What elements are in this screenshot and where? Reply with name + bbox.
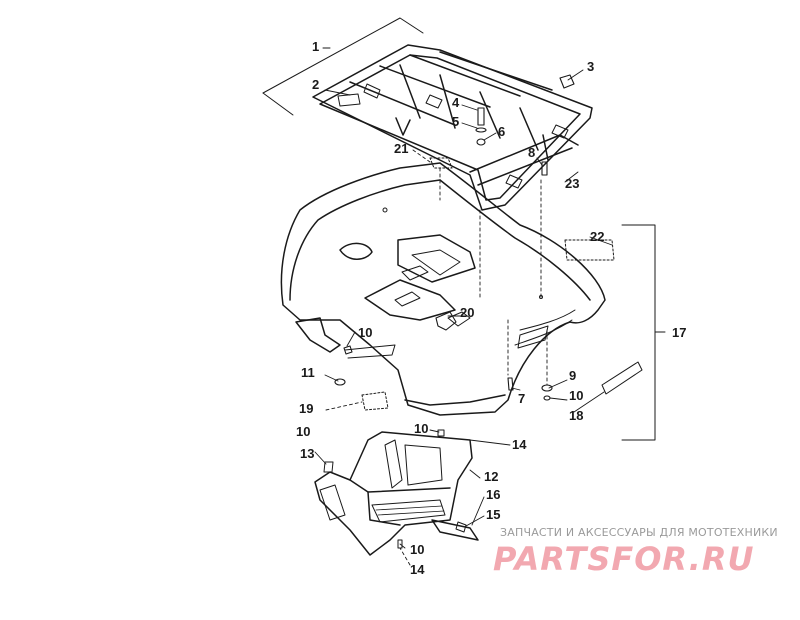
callout-10-right: 10 xyxy=(569,388,584,403)
callout-10-left: 10 xyxy=(296,424,311,439)
leader-lines xyxy=(314,69,613,566)
callout-14-top: 14 xyxy=(512,437,527,452)
callout-12: 12 xyxy=(484,469,499,484)
callout-13: 13 xyxy=(300,446,315,461)
callout-21: 21 xyxy=(394,141,409,156)
rack-hardware xyxy=(475,74,575,176)
callout-2: 2 xyxy=(312,77,320,92)
callout-18: 18 xyxy=(569,408,584,423)
callout-5: 5 xyxy=(452,114,460,129)
callout-22: 22 xyxy=(590,229,605,244)
callout-17: 17 xyxy=(672,325,687,340)
callout-23: 23 xyxy=(565,176,580,191)
watermark-logo: PARTSFOR.RU xyxy=(493,540,755,578)
callout-3: 3 xyxy=(587,59,595,74)
callout-6: 6 xyxy=(498,124,506,139)
bracket-1-lower xyxy=(262,92,294,116)
callout-10-bottom: 10 xyxy=(410,542,425,557)
callout-16: 16 xyxy=(486,487,501,502)
callout-11: 11 xyxy=(301,365,315,380)
decals xyxy=(361,157,643,411)
callout-19: 19 xyxy=(299,401,314,416)
callout-1: 1 xyxy=(312,39,320,54)
rear-rack xyxy=(312,44,593,211)
rear-fender xyxy=(280,162,606,416)
callout-4: 4 xyxy=(452,95,460,110)
callout-8: 8 xyxy=(528,145,536,160)
footwell xyxy=(314,429,479,556)
fender-hardware xyxy=(334,311,553,401)
callout-14-bottom: 14 xyxy=(410,562,425,577)
callout-10-top: 10 xyxy=(414,421,429,436)
callout-20: 20 xyxy=(460,305,475,320)
bracket-17 xyxy=(621,224,666,441)
callout-7: 7 xyxy=(518,391,526,406)
callout-10-fender: 10 xyxy=(358,325,373,340)
watermark-tagline: ЗАПЧАСТИ И АКСЕССУАРЫ ДЛЯ МОТОТЕХНИКИ xyxy=(500,526,778,539)
bracket-1 xyxy=(262,17,424,94)
callout-9: 9 xyxy=(569,368,577,383)
callout-15: 15 xyxy=(486,507,501,522)
